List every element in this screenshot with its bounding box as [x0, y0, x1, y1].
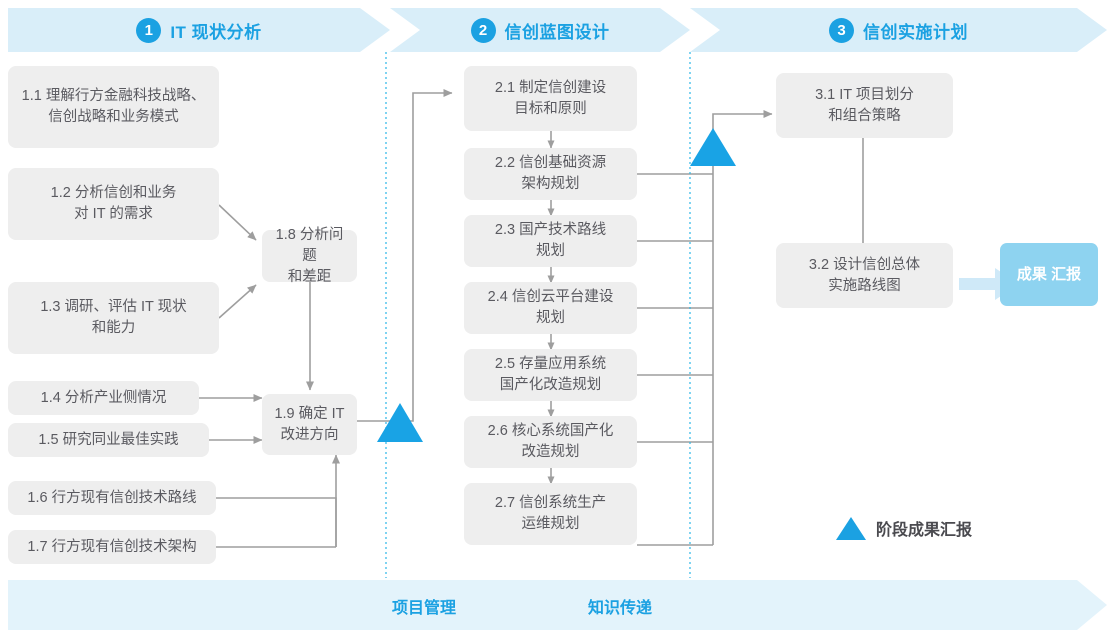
- node-2-6-line2: 改造规划: [521, 444, 580, 460]
- node-1-2-line1: 1.2 分析信创和业务: [50, 185, 177, 201]
- node-2-2[interactable]: 2.2 信创基础资源 架构规划: [464, 148, 637, 200]
- node-2-5[interactable]: 2.5 存量应用系统 国产化改造规划: [464, 349, 637, 401]
- node-1-1-line2: 信创战略和业务模式: [48, 109, 179, 125]
- node-1-3-line2: 和能力: [91, 320, 136, 336]
- footer-knowledge-transfer: 知识传递: [588, 600, 653, 617]
- node-2-6-line1: 2.6 核心系统国产化: [487, 423, 614, 439]
- node-2-2-line2: 架构规划: [521, 176, 580, 192]
- node-1-7-line1: 1.7 行方现有信创技术架构: [27, 538, 197, 555]
- result-chip-line2: 汇报: [1051, 265, 1082, 283]
- phase-number-2: 2: [470, 17, 496, 43]
- node-3-2-line2: 实施路线图: [828, 277, 901, 294]
- node-1-8[interactable]: 1.8 分析问题 和差距: [262, 227, 357, 285]
- legend-label: 阶段成果汇报: [876, 522, 973, 539]
- footer-banner: [8, 580, 1107, 630]
- node-2-1[interactable]: 2.1 制定信创建设 目标和原则: [464, 66, 637, 131]
- node-2-3-line2: 规划: [536, 243, 565, 259]
- node-2-1-line1: 2.1 制定信创建设: [494, 79, 607, 96]
- node-2-6[interactable]: 2.6 核心系统国产化 改造规划: [464, 416, 637, 468]
- node-1-9-line2: 改进方向: [280, 426, 339, 443]
- phase-title-2: 信创蓝图设计: [504, 22, 610, 42]
- phase-number-1: 1: [136, 17, 162, 43]
- node-2-7-line1: 2.7 信创系统生产: [494, 495, 607, 511]
- node-2-3-line1: 2.3 国产技术路线: [494, 222, 607, 238]
- node-1-7[interactable]: 1.7 行方现有信创技术架构: [8, 530, 216, 564]
- node-1-3-line1: 1.3 调研、评估 IT 现状: [40, 299, 187, 315]
- result-chip-line1: 成果: [1016, 265, 1047, 283]
- node-1-5[interactable]: 1.5 研究同业最佳实践: [8, 423, 209, 457]
- milestone-triangle-icon-2: [690, 128, 736, 166]
- node-2-3[interactable]: 2.3 国产技术路线 规划: [464, 215, 637, 267]
- node-2-4-line2: 规划: [536, 310, 565, 326]
- node-1-8-line2: 和差距: [287, 268, 332, 285]
- phase-banner-2: 2 信创蓝图设计: [390, 8, 690, 52]
- legend: 阶段成果汇报: [836, 516, 972, 540]
- node-1-3[interactable]: 1.3 调研、评估 IT 现状 和能力: [8, 282, 219, 354]
- node-3-1[interactable]: 3.1 IT 项目划分 和组合策略: [776, 73, 953, 138]
- phase-banner-1: 1 IT 现状分析: [8, 8, 390, 52]
- node-1-4[interactable]: 1.4 分析产业侧情况: [8, 381, 199, 415]
- node-2-5-line2: 国产化改造规划: [499, 377, 602, 393]
- node-3-2[interactable]: 3.2 设计信创总体 实施路线图: [776, 243, 953, 308]
- node-2-4-line1: 2.4 信创云平台建设: [487, 289, 614, 305]
- node-3-1-line2: 和组合策略: [828, 107, 901, 124]
- phase-banner-3: 3 信创实施计划: [690, 8, 1107, 52]
- node-1-1-line1: 1.1 理解行方金融科技战略、: [21, 88, 206, 104]
- node-1-9-line1: 1.9 确定 IT: [274, 405, 345, 422]
- node-2-2-line1: 2.2 信创基础资源: [494, 155, 607, 171]
- node-2-1-line2: 目标和原则: [514, 100, 587, 117]
- node-1-4-line1: 1.4 分析产业侧情况: [40, 389, 167, 406]
- node-1-5-line1: 1.5 研究同业最佳实践: [38, 431, 179, 448]
- node-1-8-line1: 1.8 分析问题: [275, 226, 344, 264]
- node-1-6-line1: 1.6 行方现有信创技术路线: [27, 489, 197, 506]
- milestone-triangle-icon-1: [377, 403, 423, 442]
- node-2-7[interactable]: 2.7 信创系统生产 运维规划: [464, 483, 637, 545]
- phase-title-1: IT 现状分析: [170, 22, 262, 42]
- node-1-2[interactable]: 1.2 分析信创和业务 对 IT 的需求: [8, 168, 219, 240]
- node-1-9[interactable]: 1.9 确定 IT 改进方向: [262, 394, 357, 455]
- node-2-7-line2: 运维规划: [521, 516, 580, 532]
- footer-project-management: 项目管理: [392, 600, 457, 617]
- node-1-6[interactable]: 1.6 行方现有信创技术路线: [8, 481, 216, 515]
- phase-number-3: 3: [829, 17, 854, 43]
- phase-title-3: 信创实施计划: [863, 22, 968, 42]
- node-2-4[interactable]: 2.4 信创云平台建设 规划: [464, 282, 637, 334]
- node-1-1[interactable]: 1.1 理解行方金融科技战略、 信创战略和业务模式: [8, 66, 219, 148]
- node-3-2-line1: 3.2 设计信创总体: [808, 256, 921, 273]
- result-report-chip[interactable]: 成果 汇报: [1000, 243, 1098, 306]
- milestone-triangle-icon: [836, 516, 866, 540]
- node-2-5-line1: 2.5 存量应用系统: [494, 356, 607, 372]
- node-3-1-line1: 3.1 IT 项目划分: [815, 86, 914, 103]
- node-1-2-line2: 对 IT 的需求: [74, 206, 153, 222]
